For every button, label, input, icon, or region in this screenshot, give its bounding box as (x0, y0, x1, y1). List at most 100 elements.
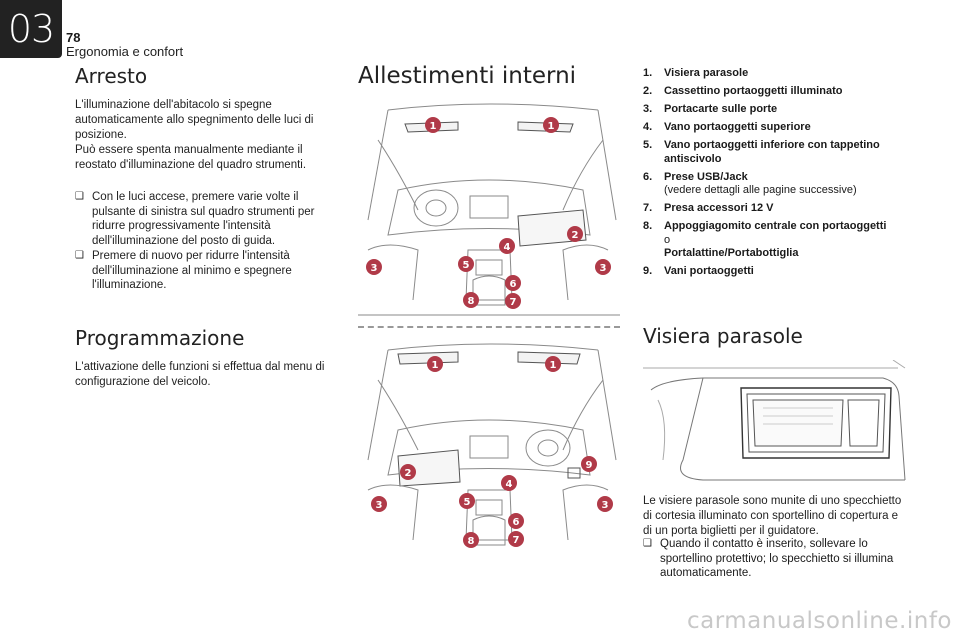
svg-text:1: 1 (430, 121, 437, 132)
item-title: Vano portaoggetti superiore (664, 121, 811, 133)
watermark: carmanualsonline.info (686, 608, 952, 634)
svg-text:4: 4 (504, 242, 511, 253)
list-item: 8. Appoggiagomito centrale con portaogget… (643, 220, 903, 261)
marker: 7 (505, 293, 521, 309)
marker: 8 (463, 532, 479, 548)
item-title: Cassettino portaoggetti illuminato (664, 85, 843, 97)
svg-text:1: 1 (550, 360, 557, 371)
marker: 2 (400, 464, 416, 480)
visiera-title: Visiera parasole (643, 324, 803, 348)
list-item: ❑ Con le luci accese, premere varie volte… (75, 190, 325, 248)
item-title: Presa accessori 12 V (664, 202, 774, 214)
svg-text:2: 2 (572, 230, 579, 241)
marker: 2 (567, 226, 583, 242)
item-title: Vani portaoggetti (664, 265, 754, 277)
callout-markers-bottom: 1 1 9 2 4 3 5 3 6 8 7 (371, 356, 613, 548)
chapter-badge: 03 (0, 0, 62, 58)
svg-text:8: 8 (468, 296, 475, 307)
item-title: Visiera parasole (664, 67, 749, 79)
item-number: 4. (643, 121, 653, 133)
item-title: Appoggiagomito centrale con portaoggetti (664, 220, 887, 232)
section-name: Ergonomia e confort (66, 44, 184, 59)
arrow-right-icon: ❑ (75, 250, 84, 261)
marker: 3 (366, 259, 382, 275)
arresto-title: Arresto (75, 64, 148, 88)
marker: 1 (543, 117, 559, 133)
programmazione-paragraph: L'attivazione delle funzioni si effettua… (75, 361, 325, 388)
interior-illustration-bottom (367, 343, 617, 546)
list-item: 1. Visiera parasole (643, 67, 903, 81)
marker: 5 (458, 256, 474, 272)
list-item: 9. Vani portaoggetti (643, 265, 903, 279)
svg-text:6: 6 (510, 279, 517, 290)
bullet-text: Con le luci accese, premere varie volte … (92, 191, 315, 247)
diagram-divider (358, 326, 620, 328)
svg-text:3: 3 (371, 263, 378, 274)
svg-text:3: 3 (376, 500, 383, 511)
marker: 3 (371, 496, 387, 512)
item-number: 2. (643, 85, 653, 97)
item-title-alt: Portalattine/Portabottiglia (664, 247, 799, 259)
marker: 3 (595, 259, 611, 275)
svg-text:1: 1 (548, 121, 555, 132)
chapter-number: 03 (7, 7, 55, 51)
list-item: 3. Portacarte sulle porte (643, 103, 903, 117)
item-subtitle: (vedere dettagli alle pagine successive) (664, 184, 857, 196)
item-number: 3. (643, 103, 653, 115)
item-number: 9. (643, 265, 653, 277)
svg-text:1: 1 (432, 360, 439, 371)
item-title: Prese USB/Jack (664, 170, 748, 183)
svg-text:3: 3 (602, 500, 609, 511)
item-number: 7. (643, 202, 653, 214)
svg-text:3: 3 (600, 263, 607, 274)
callout-markers-top: 1 1 2 3 4 5 3 6 8 7 (366, 117, 611, 309)
bullet-text: Quando il contatto è inserito, sollevare… (660, 538, 894, 579)
marker: 1 (425, 117, 441, 133)
marker: 6 (505, 275, 521, 291)
svg-text:5: 5 (463, 260, 470, 271)
marker: 9 (581, 456, 597, 472)
svg-text:8: 8 (468, 536, 475, 547)
item-title: Vano portaoggetti inferiore con tappetin… (664, 139, 880, 165)
allestimenti-title: Allestimenti interni (358, 63, 577, 89)
visiera-bullet: ❑ Quando il contatto è inserito, sollevar… (643, 537, 908, 581)
marker: 4 (501, 475, 517, 491)
item-number: 1. (643, 67, 653, 79)
svg-text:4: 4 (506, 479, 513, 490)
marker: 1 (427, 356, 443, 372)
list-item: 5. Vano portaoggetti inferiore con tappet… (643, 139, 903, 166)
bullet-text: Premere di nuovo per ridurre l'intensità… (92, 250, 292, 291)
marker: 7 (508, 531, 524, 547)
page-number: 78 (66, 30, 81, 45)
list-item: 7. Presa accessori 12 V (643, 202, 903, 216)
list-item: ❑ Premere di nuovo per ridurre l'intensit… (75, 249, 325, 293)
sun-visor-illustration (643, 360, 906, 481)
arrow-right-icon: ❑ (75, 191, 84, 202)
marker: 4 (499, 238, 515, 254)
list-item: 4. Vano portaoggetti superiore (643, 121, 903, 135)
marker: 8 (463, 292, 479, 308)
svg-text:5: 5 (464, 497, 471, 508)
item-subtitle: o (664, 233, 671, 246)
marker: 1 (545, 356, 561, 372)
svg-text:9: 9 (586, 460, 593, 471)
visiera-paragraph: Le visiere parasole sono munite di uno s… (643, 495, 902, 537)
svg-text:7: 7 (513, 535, 520, 546)
item-title: Portacarte sulle porte (664, 103, 778, 115)
item-number: 6. (643, 170, 653, 183)
marker: 6 (508, 513, 524, 529)
arresto-paragraph: L'illuminazione dell'abitacolo si spegne… (75, 99, 314, 171)
list-item: 6. Prese USB/Jack(vedere dettagli alle pa… (643, 171, 903, 198)
item-number: 8. (643, 220, 653, 232)
marker: 3 (597, 496, 613, 512)
arresto-bullets: ❑ Con le luci accese, premere varie volte… (75, 190, 325, 294)
programmazione-title: Programmazione (75, 326, 245, 350)
allestimenti-list: 1. Visiera parasole 2. Cassettino portaogg… (643, 67, 903, 283)
svg-text:7: 7 (510, 297, 517, 308)
marker: 5 (459, 493, 475, 509)
svg-text:6: 6 (513, 517, 520, 528)
arrow-right-icon: ❑ (643, 538, 652, 549)
list-item: 2. Cassettino portaoggetti illuminato (643, 85, 903, 99)
svg-text:2: 2 (405, 468, 412, 479)
item-number: 5. (643, 139, 653, 151)
